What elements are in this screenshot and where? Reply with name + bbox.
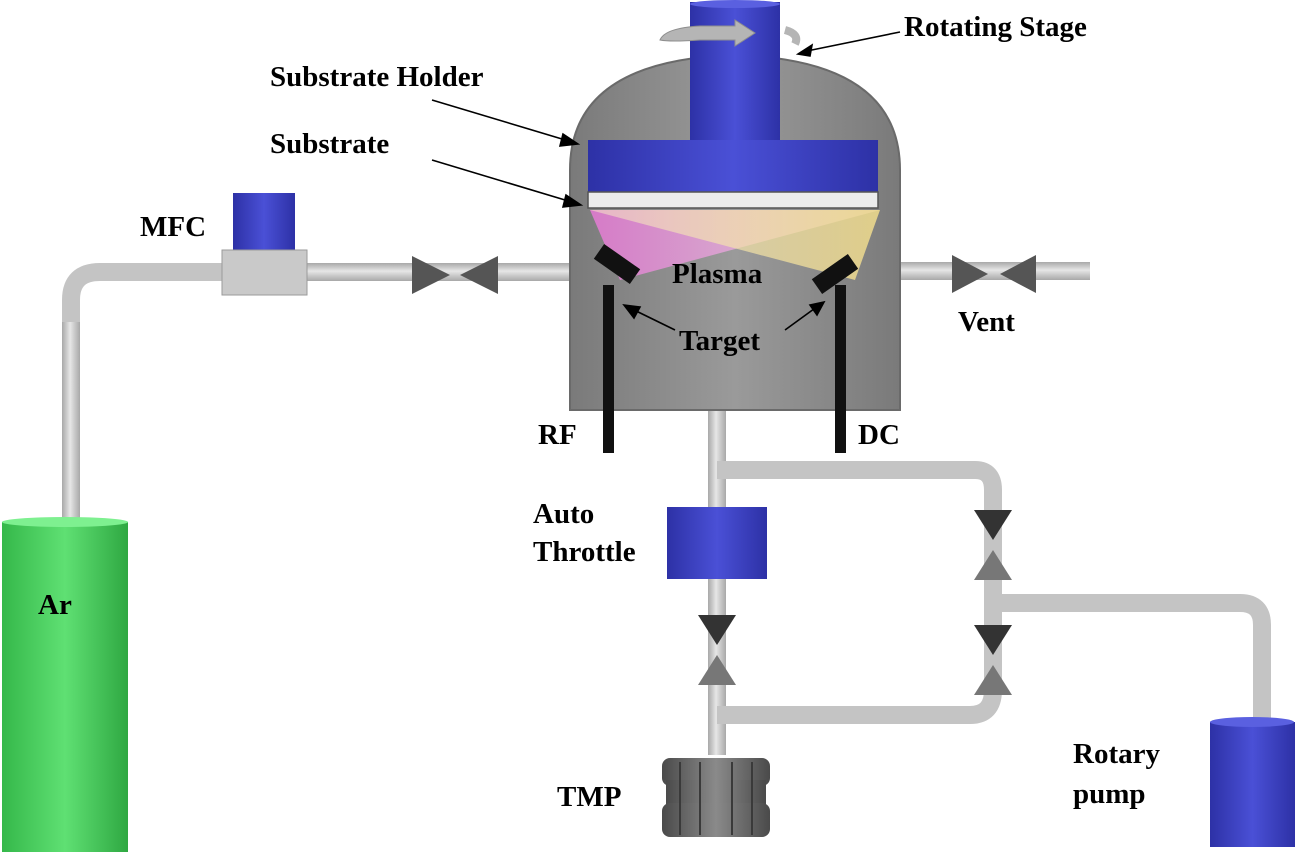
label-throttle: Throttle [533, 536, 636, 568]
label-auto: Auto [533, 498, 594, 530]
bypass-upper-valve-icon [974, 510, 1012, 580]
substrate-holder [588, 140, 878, 192]
label-plasma: Plasma [672, 258, 763, 290]
rotation-arrow-icon [659, 19, 801, 47]
label-rotary: Rotary [1073, 738, 1160, 770]
auto-throttle-valve [667, 507, 767, 579]
argon-gas-cylinder [2, 517, 128, 852]
label-rf: RF [538, 419, 577, 451]
bypass-lower-valve-icon [974, 625, 1012, 695]
vent-valve-icon [952, 255, 1036, 293]
substrate [587, 191, 879, 209]
label-ar: Ar [38, 589, 72, 621]
dc-target [811, 254, 859, 453]
label-vent: Vent [958, 306, 1015, 338]
leader-arrows [431, 31, 901, 331]
vent-pipe [895, 262, 1090, 280]
label-dc: DC [858, 419, 900, 451]
label-substrate-holder: Substrate Holder [270, 61, 484, 93]
label-substrate: Substrate [270, 128, 389, 160]
label-mfc: MFC [140, 211, 206, 243]
mfc-unit [221, 193, 308, 296]
plasma-glow [590, 210, 880, 280]
inlet-valve-icon [412, 256, 498, 294]
tmp-line-valve-icon [698, 615, 736, 685]
turbo-molecular-pump [662, 758, 770, 837]
rf-target [593, 244, 641, 453]
rotary-pump [1210, 717, 1295, 847]
label-pump: pump [1073, 778, 1146, 810]
gas-inlet-pipe [62, 263, 580, 528]
label-tmp: TMP [557, 781, 621, 813]
label-target: Target [679, 325, 760, 357]
label-rotating-stage: Rotating Stage [904, 11, 1087, 43]
